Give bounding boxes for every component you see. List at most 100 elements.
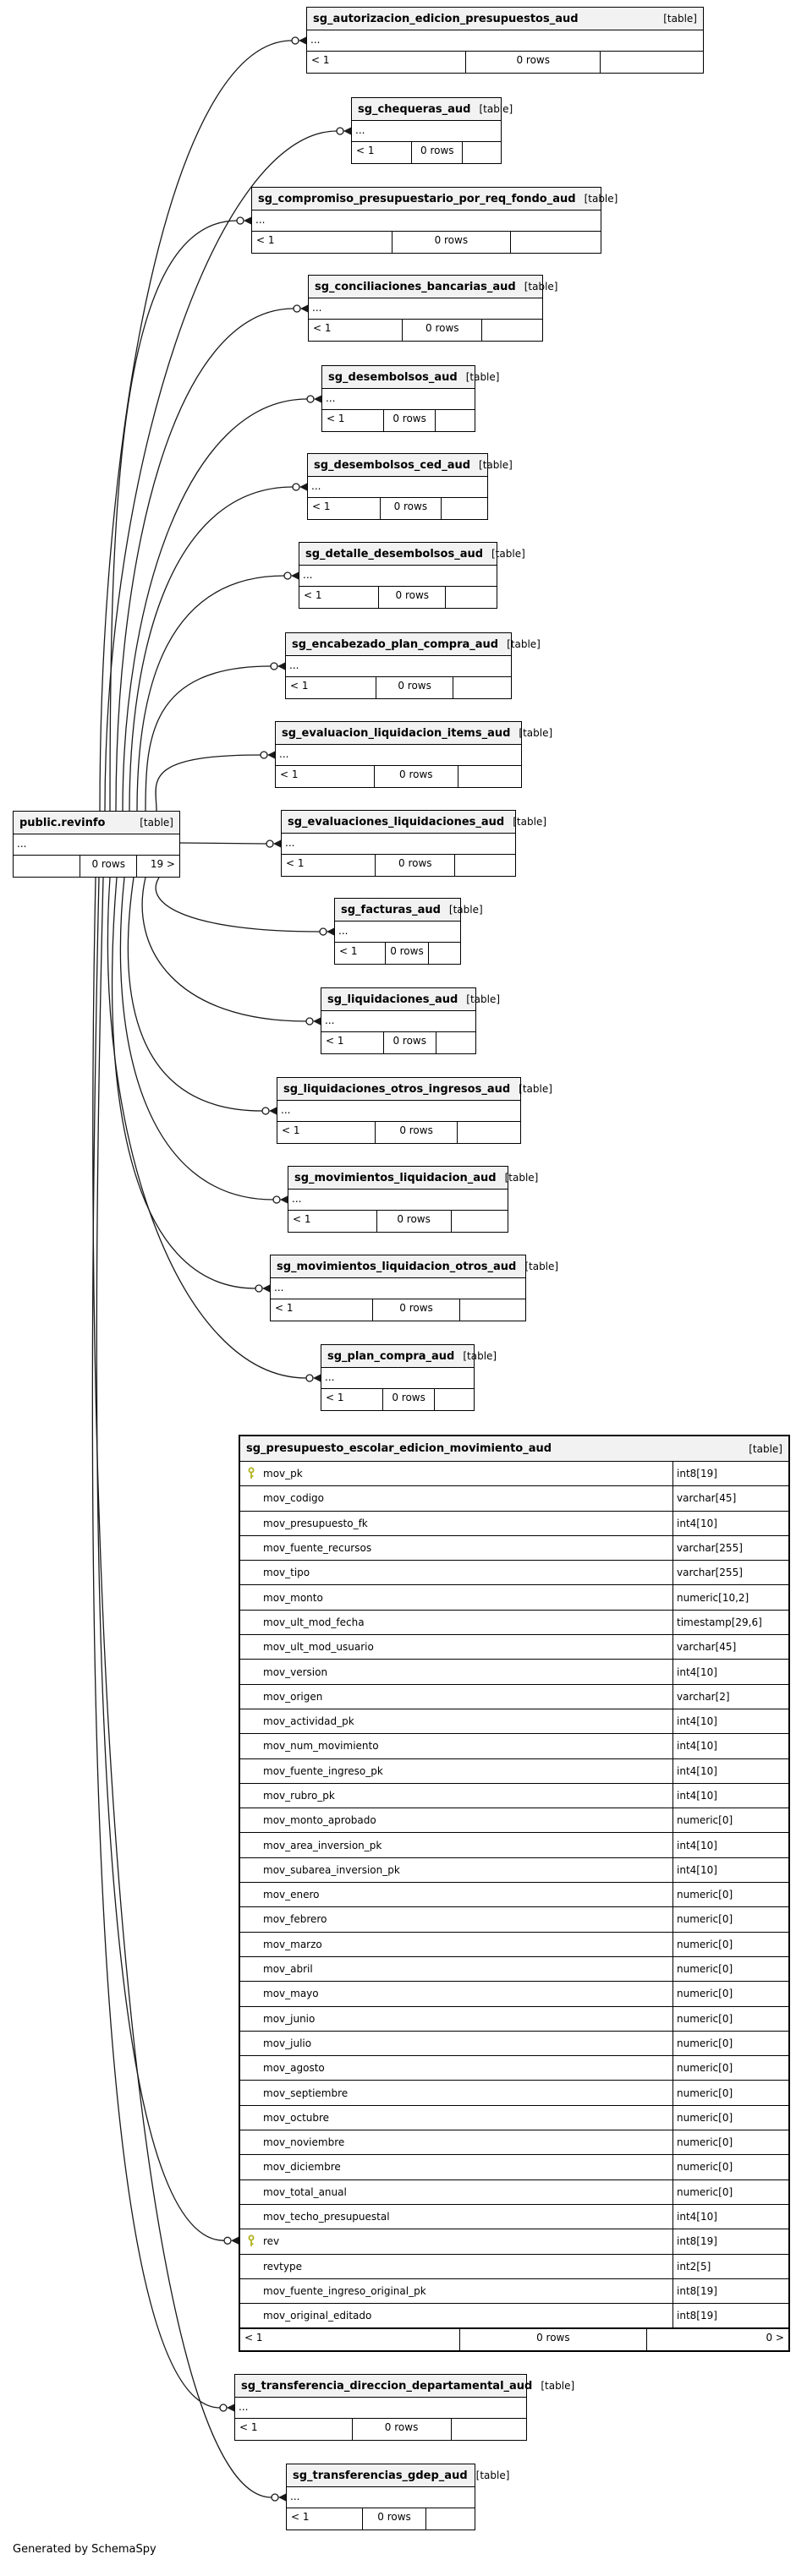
table-name: sg_chequeras_aud	[358, 102, 471, 116]
table-type-tag: [table]	[463, 1350, 497, 1362]
column-type: numeric[10,2]	[672, 1585, 788, 1610]
column-type: numeric[0]	[672, 2105, 788, 2130]
collapsed-columns-row: ...	[276, 745, 521, 766]
collapsed-columns-row: ...	[321, 1011, 475, 1032]
relationship-connector	[155, 754, 261, 812]
table-node-sg-autorizacion-edicion-presupuestos-aud[interactable]: sg_autorizacion_edicion_presupuestos_aud…	[306, 7, 704, 74]
column-name: mov_fuente_recursos	[263, 1542, 372, 1555]
column-name: revtype	[263, 2260, 302, 2272]
table-footer: < 1 0 rows	[299, 587, 497, 608]
table-node-sg-presupuesto-escolar-edicion-movimiento-aud[interactable]: sg_presupuesto_escolar_edicion_movimient…	[239, 1435, 790, 2353]
arrowhead-icon	[267, 751, 276, 759]
arrowhead-icon	[299, 36, 307, 45]
footer-rows-cell: 0 rows	[402, 320, 481, 341]
relationship-connector	[179, 842, 267, 845]
footer-parents-cell: < 1	[256, 234, 275, 246]
footer-children-cell	[435, 1032, 475, 1053]
arrowhead-icon	[273, 840, 282, 848]
table-type-tag: [table]	[479, 103, 513, 115]
column-type: numeric[0]	[672, 2056, 788, 2081]
footer-rows-cell: 0 rows	[391, 232, 510, 253]
footer-parents-cell: < 1	[304, 589, 322, 601]
footer-children-cell	[435, 410, 475, 431]
arrowhead-icon	[313, 1017, 321, 1025]
table-header: sg_compromiso_presupuestario_por_req_fon…	[252, 188, 618, 211]
zero-cardinality-icon	[236, 216, 244, 225]
footer-children-cell: 19 >	[136, 856, 179, 877]
column-type: varchar[255]	[672, 1561, 788, 1585]
footer-parents-cell: < 1	[312, 500, 331, 512]
relationship-connector	[109, 220, 238, 812]
column-name: mov_origen	[263, 1690, 323, 1703]
column-name: mov_techo_presupuestal	[263, 2211, 390, 2223]
table-node-sg-encabezado-plan-compra-aud[interactable]: sg_encabezado_plan_compra_aud[table]...<…	[285, 632, 541, 699]
collapsed-columns-row: ...	[282, 834, 515, 855]
table-node-sg-evaluaciones-liquidaciones-aud[interactable]: sg_evaluaciones_liquidaciones_aud[table]…	[281, 810, 546, 877]
arrowhead-icon	[269, 1107, 277, 1115]
table-header: sg_chequeras_aud [table]	[352, 98, 513, 121]
zero-cardinality-icon	[260, 751, 268, 759]
column-name: mov_version	[263, 1665, 328, 1678]
footer-parents-cell: < 1	[326, 1035, 344, 1047]
footer-parents-cell: < 1	[282, 1124, 300, 1136]
collapsed-columns-row: ...	[277, 1101, 520, 1122]
footer-rows-cell: 0 rows	[376, 677, 452, 698]
relationship-connector	[129, 486, 294, 812]
column-type: varchar[255]	[672, 1535, 788, 1561]
collapsed-columns-row: ...	[335, 922, 460, 943]
table-type-tag: [table]	[524, 281, 558, 293]
table-node-sg-movimientos-liquidacion-otros-aud[interactable]: sg_movimientos_liquidacion_otros_aud[tab…	[270, 1255, 558, 1321]
table-header: sg_evaluacion_liquidacion_items_aud[tabl…	[276, 722, 552, 745]
table-footer: < 1 0 rows	[271, 1299, 525, 1321]
table-node-sg-movimientos-liquidacion-aud[interactable]: sg_movimientos_liquidacion_aud[table]...…	[288, 1166, 538, 1233]
zero-cardinality-icon	[266, 840, 274, 848]
column-name: mov_codigo	[263, 1492, 324, 1505]
column-type: int4[10]	[672, 1758, 788, 1783]
column-name: mov_tipo	[263, 1567, 310, 1579]
column-type: numeric[0]	[672, 1883, 788, 1907]
column-name: mov_num_movimiento	[263, 1740, 379, 1753]
arrowhead-icon	[262, 1284, 271, 1293]
footer-parents-cell: < 1	[275, 1302, 294, 1314]
footer-parents-cell	[14, 856, 80, 877]
table-header: sg_movimientos_liquidacion_aud[table]	[288, 1167, 538, 1190]
footer-rows-cell: 0 rows	[378, 587, 445, 608]
table-node-sg-transferencia-direccion-departamental-aud[interactable]: sg_transferencia_direccion_departamental…	[234, 2374, 574, 2441]
table-node-sg-compromiso-presupuestario-por-req-fondo-aud[interactable]: sg_compromiso_presupuestario_por_req_fon…	[251, 187, 618, 254]
table-node-sg-evaluacion-liquidacion-items-aud[interactable]: sg_evaluacion_liquidacion_items_aud[tabl…	[275, 721, 552, 788]
footer-parents-cell: < 1	[286, 857, 305, 869]
column-row: mov_tipo varchar[255]	[240, 1561, 788, 1586]
table-type-tag: [table]	[541, 2380, 575, 2392]
relationship-connector	[104, 130, 338, 812]
table-footer: < 1 0 rows	[252, 232, 601, 253]
footer-rows-cell: 0 rows	[372, 1299, 458, 1321]
column-type: int4[10]	[672, 2204, 788, 2229]
footer-children-cell	[600, 52, 703, 73]
table-name: sg_movimientos_liquidacion_aud	[294, 1171, 497, 1184]
column-name: mov_ult_mod_fecha	[263, 1616, 365, 1628]
column-name: rev	[240, 2234, 672, 2247]
table-node-sg-conciliaciones-bancarias-aud[interactable]: sg_conciliaciones_bancarias_aud[table]..…	[308, 275, 557, 342]
table-node-sg-liquidaciones-otros-ingresos-aud[interactable]: sg_liquidaciones_otros_ingresos_aud[tabl…	[277, 1077, 552, 1144]
footer-children-cell	[425, 2508, 475, 2530]
